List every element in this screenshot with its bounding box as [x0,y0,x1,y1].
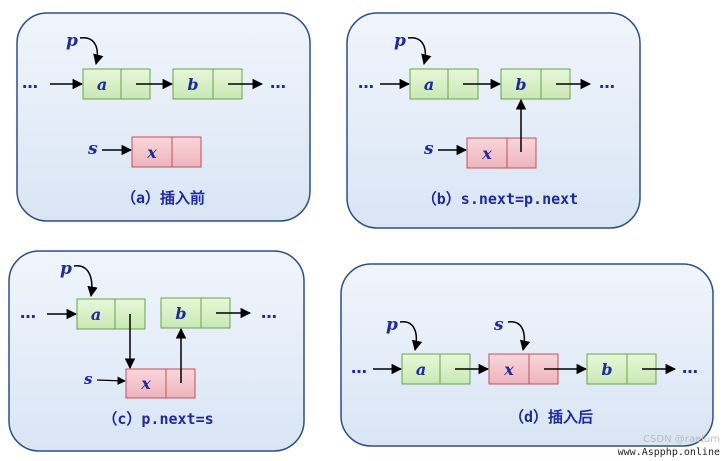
node-x: x [488,353,559,385]
node-b: b [586,353,657,385]
dots-left: … [358,73,374,92]
dots-right: … [270,73,286,92]
pointer-p-arrow [399,321,423,352]
pointer-p-label: p [66,31,78,51]
node-x: x [125,368,196,399]
node-a-label: a [424,75,434,94]
node-x-label: x [140,374,151,393]
node-b-label: b [515,75,526,94]
dots-right: … [599,73,615,92]
pointer-s-label: s [87,139,98,159]
node-x-data [488,353,530,385]
dots-left: … [20,303,36,322]
node-x-data [466,137,508,169]
pointer-p-arrow [407,37,432,66]
dots-right: … [682,358,698,377]
panel-b-frame [346,12,641,229]
panel-a-frame [16,12,311,222]
dots-right: … [261,303,277,322]
node-x-data [125,368,167,399]
panel-b: p … a b … s x （b）s.next=p.next [346,12,641,229]
node-x-label: x [481,144,492,163]
pointer-p-arrow [73,265,98,298]
node-a: a [82,68,151,100]
node-x-label: x [146,143,157,162]
caption: （c）p.next=s [102,410,213,428]
watermark-site: www.Aspphp.online [617,447,720,458]
node-a-label: a [416,360,426,379]
pointer-s-arrow [96,376,126,385]
dots-left: … [22,73,38,92]
node-b-data [172,68,214,100]
caption: （a）插入前 [121,189,205,207]
node-b-data [500,68,542,100]
node-a-label: a [97,75,107,94]
node-x-data [131,136,173,168]
node-x: x [131,136,202,168]
pointer-p-arrow [79,37,104,66]
node-a-label: a [91,305,101,324]
watermark: CSDN @raelum www.Aspphp.online [618,434,720,459]
panel-d: p s … a x b … （d）插入后 [340,263,714,447]
pointer-s-label: s [493,315,504,335]
node-x-label: x [503,360,514,379]
pointer-s-arrow [507,321,531,352]
pointer-s-label: s [423,139,434,159]
node-x-next [171,136,202,168]
node-b-label: b [187,75,198,94]
node-b-data [586,353,628,385]
caption: （d）插入后 [509,408,593,426]
watermark-csdn: CSDN @raelum [643,434,720,445]
node-b-label: b [175,304,186,323]
pointer-p-label: p [394,31,406,51]
node-a: a [76,298,146,330]
panel-c: p … a b … s x （c）p.next=s [8,250,305,452]
node-b-data [160,297,202,329]
dots-left: … [351,358,367,377]
panel-a: p … a b … s x （a）插入前 [16,12,311,222]
node-a: a [401,353,471,385]
caption: （b）s.next=p.next [422,190,578,208]
pointer-p-label: p [60,259,72,279]
pointer-p-label: p [386,315,398,335]
node-b-label: b [601,360,612,379]
node-x: x [466,137,537,169]
pointer-s-label: s [84,370,93,388]
